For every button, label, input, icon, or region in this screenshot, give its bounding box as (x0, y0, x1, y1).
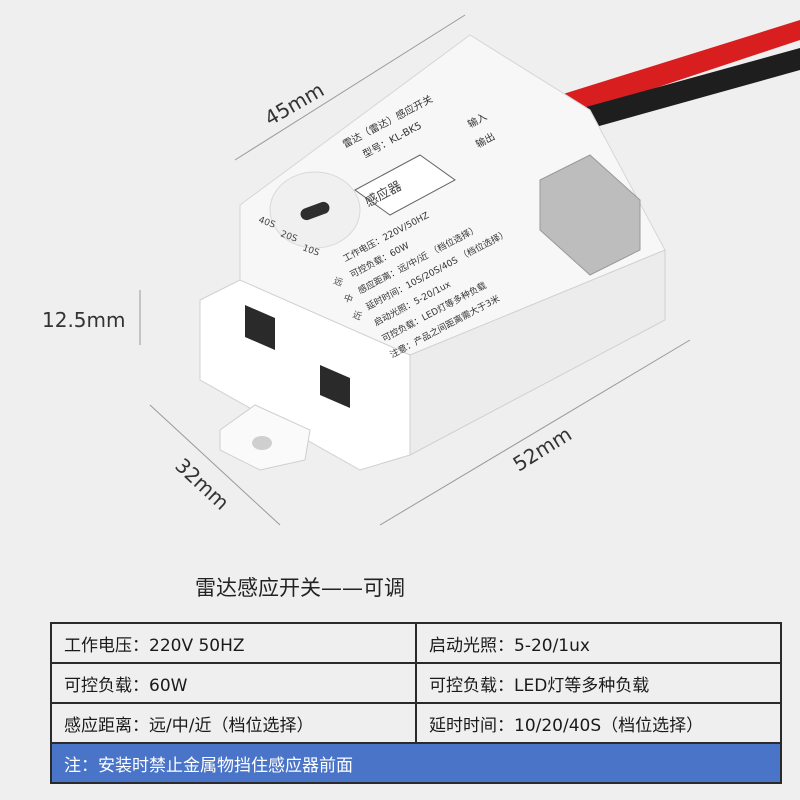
spec-cell: 工作电压：220V 50HZ (50, 622, 417, 664)
spec-label: 工作电压： (64, 635, 149, 656)
product-caption: 雷达感应开关——可调 (195, 576, 405, 600)
table-row: 感应距离：远/中/近（档位选择） 延时时间：10/20/40S（档位选择） (50, 702, 782, 744)
range-mark-1: 远 (332, 275, 344, 288)
table-row: 工作电压：220V 50HZ 启动光照：5-20/1ux (50, 622, 782, 664)
terminal-block (539, 154, 641, 276)
spec-label: 延时时间： (429, 715, 514, 736)
table-row: 可控负载：60W 可控负载：LED灯等多种负载 (50, 662, 782, 704)
dim-line-length (379, 339, 691, 526)
dimension-height-label: 12.5mm (42, 308, 126, 332)
spec-cell: 启动光照：5-20/1ux (415, 622, 782, 664)
spec-cell: 可控负载：LED灯等多种负载 (415, 662, 782, 704)
spec-value: 220V 50HZ (149, 635, 245, 656)
spec-value: 5-20/1ux (514, 635, 590, 656)
spec-value: 60W (149, 675, 188, 696)
range-mark-3: 近 (351, 309, 364, 323)
installation-note: 注：安装时禁止金属物挡住感应器前面 (50, 742, 782, 784)
spec-cell: 可控负载：60W (50, 662, 417, 704)
spec-label: 可控负载： (429, 675, 514, 696)
switch-slot-left (245, 305, 275, 350)
spec-value: LED灯等多种负载 (514, 675, 650, 696)
range-mark-2: 中 (342, 292, 355, 306)
mounting-hole (252, 436, 272, 450)
spec-label: 启动光照： (429, 635, 514, 656)
table-row: 注：安装时禁止金属物挡住感应器前面 (50, 742, 782, 784)
dim-line-depth (149, 404, 281, 526)
module-right-face (409, 249, 666, 456)
spec-table: 工作电压：220V 50HZ 启动光照：5-20/1ux 可控负载：60W 可控… (50, 622, 782, 784)
spec-value: 10/20/40S（档位选择） (514, 715, 704, 736)
red-wire (560, 20, 800, 118)
sensor-slot (300, 201, 330, 221)
black-wire (575, 48, 800, 130)
sensor-label-box (354, 154, 456, 216)
spec-cell: 感应距离：远/中/近（档位选择） (50, 702, 417, 744)
spec-label: 可控负载： (64, 675, 149, 696)
switch-slot-right (320, 365, 350, 408)
spec-label: 感应距离： (64, 715, 149, 736)
dim-line-width (234, 14, 466, 161)
spec-value: 远/中/近（档位选择） (149, 715, 314, 736)
spec-cell: 延时时间：10/20/40S（档位选择） (415, 702, 782, 744)
